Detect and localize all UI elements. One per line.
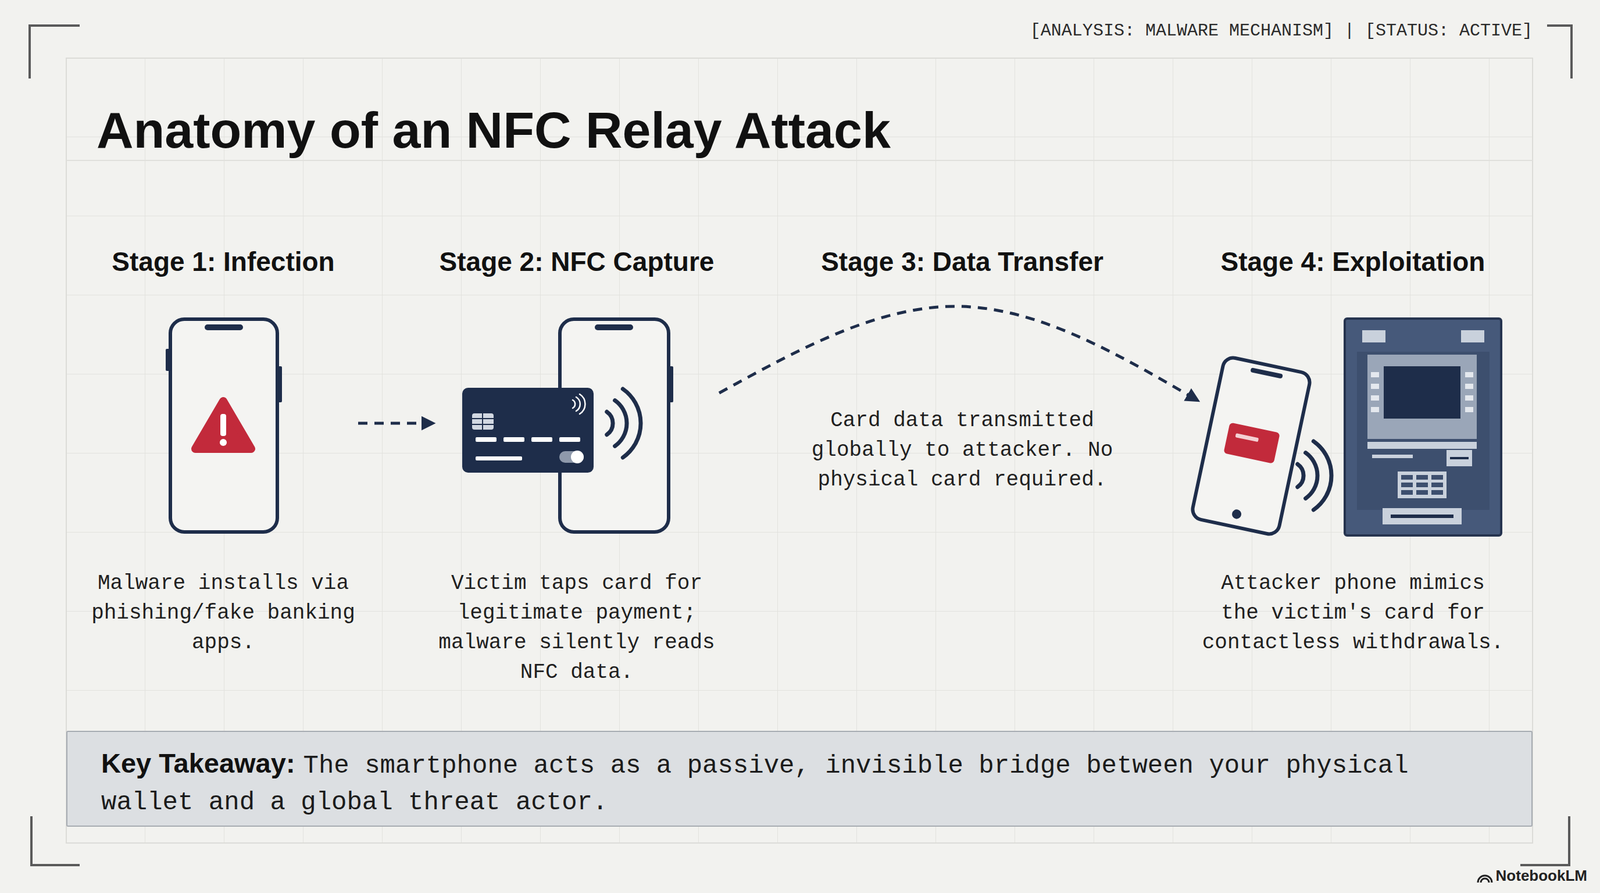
corner-bracket <box>29 25 80 79</box>
card-toggle <box>570 450 584 464</box>
bank-card <box>462 387 594 473</box>
stage-heading: Stage 3: Data Transfer <box>820 244 1104 280</box>
title-rule <box>66 159 1533 162</box>
atm-button <box>1370 383 1380 389</box>
phone-body <box>170 319 278 532</box>
atm-button <box>1370 372 1380 378</box>
card-number <box>475 437 497 442</box>
atm-light <box>1362 330 1386 343</box>
stage-column: Stage 3: Data TransferCard data transmit… <box>808 244 1117 495</box>
attacker-phone <box>1190 355 1312 536</box>
watermark-icon <box>1477 875 1492 883</box>
atm-screen-frame <box>1367 354 1477 439</box>
stage-description: Attacker phone mimics the victim's card … <box>1198 568 1507 658</box>
warning-mark <box>219 438 227 446</box>
warning-mark <box>220 413 227 437</box>
atm-light <box>1461 330 1485 343</box>
phone-notch <box>1250 367 1283 379</box>
watermark: NotebookLM <box>1495 866 1588 885</box>
atm-screen <box>1383 366 1461 419</box>
stage-column: Stage 1: InfectionMalware installs via p… <box>88 244 359 658</box>
card-toggle <box>559 451 584 463</box>
stage-column: Stage 2: NFC CaptureVictim taps card for… <box>434 244 720 688</box>
atm-button <box>1465 383 1474 389</box>
cloned-card-stripe <box>1235 433 1260 442</box>
flow-arrow <box>719 306 1199 402</box>
capture-illustration <box>462 319 674 532</box>
card-number <box>531 437 553 442</box>
infected-phone <box>165 319 282 532</box>
takeaway-label: Key Takeaway: <box>101 747 296 779</box>
stage-heading: Stage 2: NFC Capture <box>439 244 715 280</box>
atm-keys <box>1401 475 1444 495</box>
atm-ledge <box>1367 441 1477 449</box>
stage-column: Stage 4: ExploitationAttacker phone mimi… <box>1198 244 1507 658</box>
status-tag: [ANALYSIS: MALWARE MECHANISM] | [STATUS:… <box>1030 20 1533 42</box>
stage-description: Card data transmitted globally to attack… <box>808 405 1117 495</box>
nfc-waves <box>1297 441 1332 510</box>
flow-arrow <box>358 422 435 425</box>
atm-keypad <box>1397 471 1447 499</box>
card-chip <box>472 413 494 430</box>
atm-button <box>1370 395 1380 401</box>
atm-machine <box>1344 318 1502 536</box>
atm-dispenser <box>1382 508 1462 525</box>
phone-notch <box>594 324 634 331</box>
warning-triangle <box>195 401 252 449</box>
atm-button <box>1465 372 1474 378</box>
page-title: Anatomy of an NFC Relay Attack <box>96 104 891 156</box>
atm-card-slot <box>1450 456 1469 460</box>
phone-button <box>669 366 674 403</box>
grid-panel <box>66 58 1533 844</box>
takeaway-text: The smartphone acts as a passive, invisi… <box>101 751 1409 817</box>
phone-notch <box>204 324 244 331</box>
phone-button <box>165 348 170 371</box>
corner-bracket <box>1547 25 1572 79</box>
stage-description: Victim taps card for legitimate payment;… <box>434 568 720 688</box>
takeaway-box: Key Takeaway:The smartphone acts as a pa… <box>66 730 1533 827</box>
contactless-icon <box>572 394 585 414</box>
atm-card-slot <box>1446 450 1473 467</box>
card-number <box>503 437 525 442</box>
cloned-card <box>1223 422 1280 464</box>
atm-body <box>1344 318 1502 536</box>
stage-heading: Stage 1: Infection <box>111 244 335 280</box>
phone-button <box>277 366 282 403</box>
phone-body <box>1190 355 1312 536</box>
card-name <box>475 456 523 461</box>
stage-heading: Stage 4: Exploitation <box>1220 244 1486 280</box>
atm-button <box>1465 406 1474 413</box>
atm-panel <box>1356 351 1490 510</box>
card-chip-lines <box>472 413 494 430</box>
nfc-waves <box>606 388 641 458</box>
card-number <box>559 437 581 442</box>
atm-button <box>1465 395 1474 401</box>
atm-receipt-slot <box>1372 454 1413 459</box>
atm-button <box>1370 406 1380 413</box>
stage-description: Malware installs via phishing/fake banki… <box>88 568 359 658</box>
atm-dispenser-slot <box>1390 514 1454 519</box>
phone-button <box>1231 508 1243 520</box>
